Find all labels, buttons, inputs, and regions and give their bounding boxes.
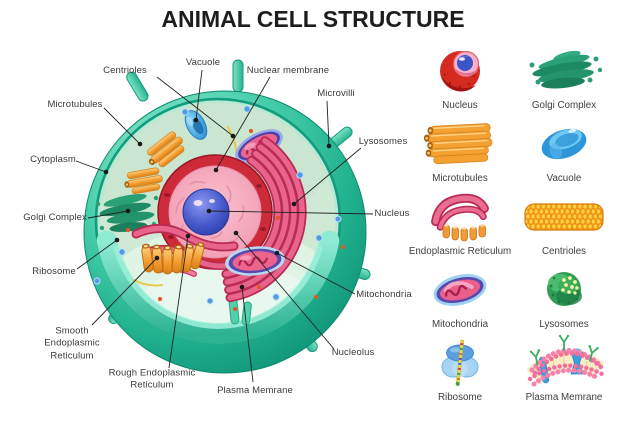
legend-item: Golgi Complex [512, 40, 616, 113]
legend-label: Nucleus [442, 100, 478, 111]
legend-label: Ribosome [437, 392, 483, 403]
legend-item: Nucleus [408, 40, 512, 113]
legend-item: Plasma Memrane [512, 332, 616, 405]
legend-item: Ribosome [408, 332, 512, 405]
legend-item: Microtubules [408, 113, 512, 186]
legend-item: Vacuole [512, 113, 616, 186]
page-title: ANIMAL CELL STRUCTURE [161, 6, 465, 32]
ribosome-dots [93, 105, 342, 305]
mitochondria-icon [433, 274, 487, 306]
golgi-complex-icon [529, 50, 603, 89]
nucleus-icon [440, 50, 480, 92]
label-ribosome: Ribosome [32, 265, 76, 277]
legend-label: Mitochondria [431, 319, 489, 330]
label-plasma-membrane: Plasma Memrane [217, 384, 293, 396]
legend-label: Lysosomes [539, 319, 589, 330]
legend-item: Lysosomes [512, 259, 616, 332]
vacuole-organelle [184, 110, 208, 140]
legend-item: Centrioles [512, 186, 616, 259]
label-nuclear-membrane: Nuclear membrane [246, 64, 330, 76]
leader-lines [75, 69, 374, 383]
label-smooth-er: Smooth Endoplasmic Reticulum [44, 325, 100, 362]
label-nucleolus: Nucleolus [331, 346, 375, 358]
microtubules-organelle [124, 131, 185, 195]
legend-item: Endoplasmic Reticulum [408, 186, 512, 259]
er-tubes [141, 242, 205, 275]
label-rough-er: Rough Endoplasmic Reticulum [108, 367, 196, 391]
label-golgi-complex: Golgi Complex [23, 211, 87, 223]
label-microtubules: Microtubules [47, 98, 103, 110]
ribosome-icon [441, 339, 479, 386]
label-nucleus: Nucleus [374, 207, 410, 219]
label-centrioles: Centrioles [103, 64, 147, 76]
vacuole-icon [541, 128, 587, 160]
mitochondrion-bottom [225, 246, 285, 276]
legend-label: Microtubules [432, 173, 488, 184]
label-microvilli: Microvilli [317, 87, 355, 99]
centrioles-icon [524, 203, 604, 231]
endoplasmic-reticulum-icon [431, 193, 489, 242]
label-vacuole: Vacuole [185, 56, 221, 68]
legend-label: Plasma Memrane [525, 392, 603, 403]
legend-label: Golgi Complex [531, 100, 597, 111]
legend-item: Mitochondria [408, 259, 512, 332]
label-mitochondria: Mitochondria [356, 288, 412, 300]
legend-label: Centrioles [541, 246, 587, 257]
legend-label: Vacuole [546, 173, 582, 184]
legend-label: Endoplasmic Reticulum [408, 246, 512, 257]
label-lysosomes: Lysosomes [358, 135, 408, 147]
lysosomes-icon [547, 272, 582, 306]
organelle-legend: Nucleus Golgi Complex [408, 40, 620, 405]
microtubules-icon [423, 123, 493, 165]
label-cytoplasm: Cytoplasm [30, 153, 76, 165]
plasma-membrane-icon [526, 334, 605, 387]
nucleolus-organelle [182, 188, 230, 236]
leader-dots [103, 117, 332, 290]
